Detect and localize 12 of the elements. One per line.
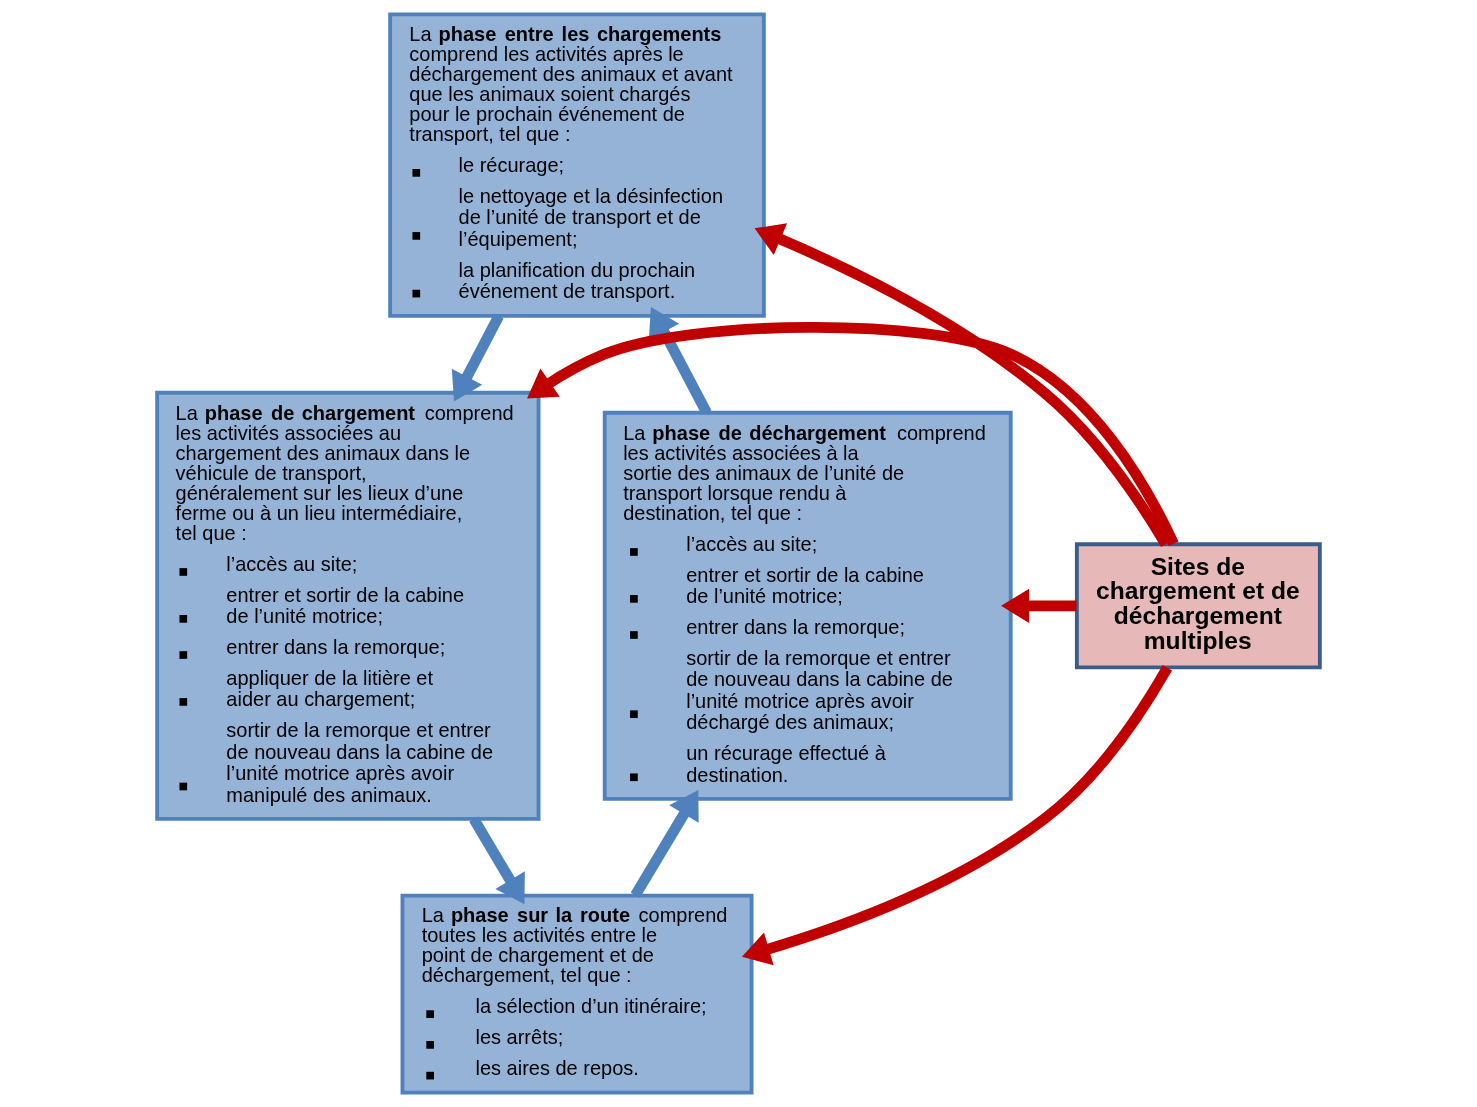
- arrow: [1001, 588, 1077, 623]
- node-box: Sites de chargement et de déchargement multiples: [1074, 542, 1322, 670]
- arrow: [741, 665, 1172, 966]
- node-box: La phase entre les chargements comprend les activités après le déchargement des animaux et avant que les animaux soient chargés pour le prochain événement de transport, tel que : le récurage; le nettoyage et la désinfection de l’unité de transport et de l’équipement; la planification du prochain événement de transport.: [388, 12, 766, 318]
- arrow: [648, 306, 712, 416]
- arrow: [630, 790, 699, 898]
- arrow: [451, 313, 504, 402]
- node-box: La phase de déchargement comprend les activités associées à la sortie des animaux de l’unité de transport lorsque rendu à destination, tel que : l’accès au site; entrer et sortir de la cabine de l’unité motrice; entrer dans la remorque; sortir de la remorque et entrer de nouveau dans la cabine de l’unité motrice après avoir déchargé des animaux; un récurage effectué à destination.: [602, 410, 1013, 801]
- node-box: La phase sur la route comprend toutes les activités entre le point de chargement et de déchargement, tel que : la sélection d’un itinéraire; les arrêts; les aires de repos.: [400, 893, 754, 1095]
- node-box: La phase de chargement comprend les activités associées au chargement des animaux dans le véhicule de transport, généralement sur les lieux d’une ferme ou à un lieu intermédiaire, tel que : l’accès au site; entrer et sortir de la cabine de l’unité motrice; entrer dans la remorque; appliquer de la litière et aider au chargement; sortir de la remorque et entrer de nouveau dans la cabine de l’unité motrice après avoir manipulé des animaux.: [155, 390, 541, 821]
- arrow: [527, 322, 1179, 547]
- arrow: [469, 816, 525, 905]
